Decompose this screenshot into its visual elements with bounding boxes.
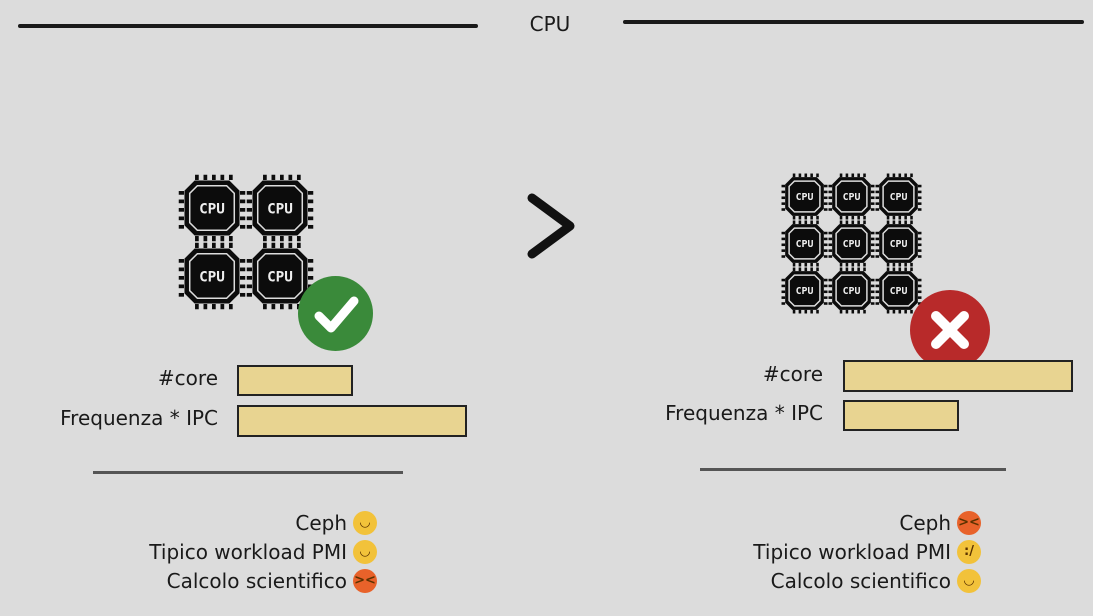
metric-label-freq-right: Frequenza * IPC bbox=[665, 401, 823, 425]
cpu-chip-icon: CPU bbox=[246, 242, 314, 310]
workload-item: Calcolo scientifico>< bbox=[149, 567, 377, 596]
check-icon bbox=[298, 276, 373, 351]
workload-item: Ceph>< bbox=[753, 509, 981, 538]
greater-than-icon bbox=[527, 193, 575, 259]
cpu-chip-icon: CPU bbox=[246, 174, 314, 242]
slightly-smiling-face-icon: ◡ bbox=[353, 510, 377, 535]
cpu-chip-label: CPU bbox=[796, 286, 814, 297]
workload-label: Ceph bbox=[899, 511, 951, 535]
cpu-chips-left: CPU CPU CPU CPU bbox=[178, 174, 314, 310]
cpu-chip-label: CPU bbox=[796, 192, 814, 203]
divider-left bbox=[93, 471, 403, 474]
workload-label: Tipico workload PMI bbox=[149, 540, 347, 564]
cpu-chip-label: CPU bbox=[890, 286, 908, 297]
cpu-chip-icon: CPU bbox=[875, 220, 922, 267]
metric-bar-freq-right bbox=[843, 400, 959, 431]
cpu-chip-icon: CPU bbox=[875, 267, 922, 314]
divider-right bbox=[700, 468, 1006, 471]
metric-bar-core-left bbox=[237, 365, 353, 396]
cpu-chip-icon: CPU bbox=[828, 220, 875, 267]
cpu-chip-icon: CPU bbox=[875, 173, 922, 220]
angry-face-icon: >< bbox=[957, 510, 981, 535]
metric-bar-freq-left bbox=[237, 405, 467, 437]
cpu-chip-icon: CPU bbox=[178, 174, 246, 242]
cpu-chip-icon: CPU bbox=[781, 267, 828, 314]
header-rule-left bbox=[18, 24, 478, 28]
header-rule-right bbox=[623, 20, 1084, 24]
cpu-chip-label: CPU bbox=[890, 239, 908, 250]
cpu-chip-icon: CPU bbox=[178, 242, 246, 310]
workload-item: Calcolo scientifico◡ bbox=[753, 567, 981, 596]
metric-label-freq-left: Frequenza * IPC bbox=[60, 406, 218, 430]
cpu-chip-label: CPU bbox=[199, 269, 225, 285]
cpu-chips-right: CPU CPU CPU CPU CPU CPU CPU CPU CPU bbox=[781, 173, 922, 314]
workload-item: Tipico workload PMI◡ bbox=[149, 538, 377, 567]
cpu-chip-label: CPU bbox=[843, 239, 861, 250]
workload-list-left: Ceph◡Tipico workload PMI◡Calcolo scienti… bbox=[149, 509, 377, 596]
metric-bar-core-right bbox=[843, 360, 1073, 392]
cpu-chip-label: CPU bbox=[267, 201, 293, 217]
workload-label: Calcolo scientifico bbox=[770, 569, 951, 593]
page-title: CPU bbox=[529, 12, 571, 36]
x-icon bbox=[910, 290, 990, 370]
workload-label: Ceph bbox=[295, 511, 347, 535]
cpu-chip-label: CPU bbox=[796, 239, 814, 250]
cpu-chip-label: CPU bbox=[843, 192, 861, 203]
workload-item: Tipico workload PMI:/ bbox=[753, 538, 981, 567]
cpu-chip-label: CPU bbox=[267, 269, 293, 285]
confused-face-icon: :/ bbox=[957, 539, 981, 564]
slightly-smiling-face-icon: ◡ bbox=[353, 539, 377, 564]
workload-item: Ceph◡ bbox=[149, 509, 377, 538]
workload-list-right: Ceph><Tipico workload PMI:/Calcolo scien… bbox=[753, 509, 981, 596]
cpu-chip-icon: CPU bbox=[828, 173, 875, 220]
cpu-chip-icon: CPU bbox=[828, 267, 875, 314]
slightly-smiling-face-icon: ◡ bbox=[957, 568, 981, 593]
angry-face-icon: >< bbox=[353, 568, 377, 593]
workload-label: Tipico workload PMI bbox=[753, 540, 951, 564]
cpu-chip-icon: CPU bbox=[781, 220, 828, 267]
metric-label-core-right: #core bbox=[762, 362, 823, 386]
cpu-chip-label: CPU bbox=[843, 286, 861, 297]
metric-label-core-left: #core bbox=[157, 366, 218, 390]
cpu-chip-icon: CPU bbox=[781, 173, 828, 220]
cpu-chip-label: CPU bbox=[890, 192, 908, 203]
cpu-chip-label: CPU bbox=[199, 201, 225, 217]
workload-label: Calcolo scientifico bbox=[166, 569, 347, 593]
